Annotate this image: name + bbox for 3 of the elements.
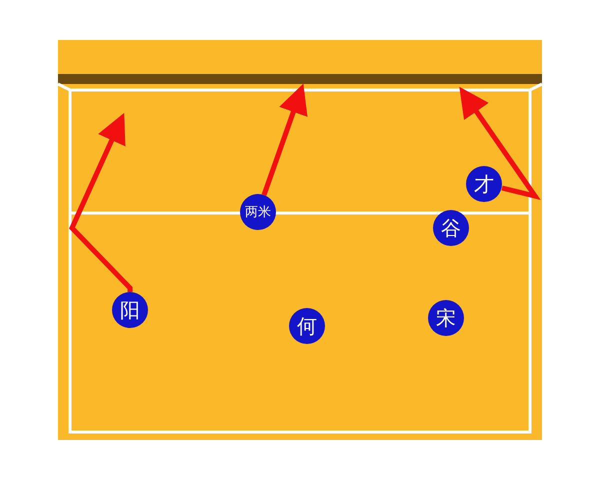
arrow — [262, 84, 308, 196]
arrow — [459, 86, 541, 200]
arrow — [69, 112, 132, 292]
